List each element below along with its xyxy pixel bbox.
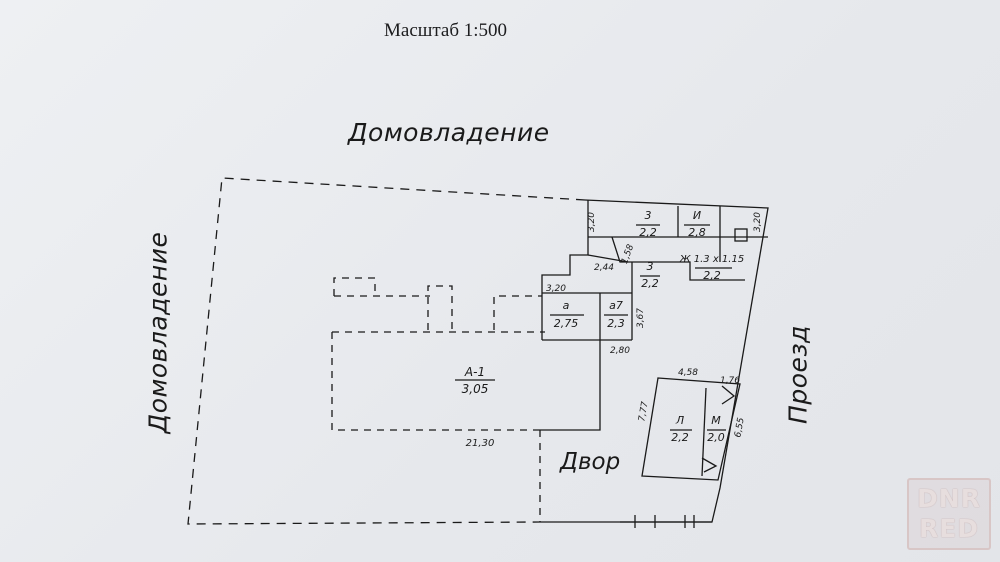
watermark-line-1: DNR — [917, 484, 981, 513]
dim-2-80: 2,80 — [610, 346, 630, 356]
room-i-height: 2,8 — [688, 226, 706, 239]
building-m-divider — [701, 387, 707, 477]
house-a1-outline — [331, 277, 545, 522]
room-m-name: М — [711, 414, 721, 427]
outbuilding-z-outline — [611, 236, 745, 281]
room-a1-name: А-1 — [464, 365, 485, 379]
extension-a-outline — [541, 200, 589, 340]
room-m-height: 2,0 — [707, 431, 725, 444]
scale-title: Масштаб 1:500 — [384, 20, 508, 41]
label-neighbor-top: Домовладение — [348, 118, 550, 147]
room-zh-name: Ж 1.3 x 1.15 — [679, 254, 744, 265]
room-a1-height: 3,05 — [462, 382, 489, 396]
building-l-outline — [641, 377, 741, 481]
dim-2-44: 2,44 — [594, 263, 614, 273]
building-m-mark-2 — [701, 457, 718, 473]
room-l-name: Л — [675, 414, 684, 427]
outbuilding-inner-wall — [587, 254, 629, 263]
label-yard: Двор — [560, 449, 621, 475]
watermark-logo: DNR RED — [907, 478, 991, 550]
dim-3-20-mid: 3,20 — [546, 284, 566, 294]
room-a7-height: 2,3 — [607, 317, 625, 330]
dim-21-30: 21,30 — [466, 438, 495, 449]
room-z-mid-name: 3 — [647, 260, 654, 273]
zh-well-square — [734, 228, 748, 242]
room-l-height: 2,2 — [671, 431, 689, 444]
room-i-name: И — [693, 209, 701, 222]
dim-3-67: 3,67 — [636, 308, 646, 328]
room-z-top-name: 3 — [645, 209, 652, 222]
dim-1-76: 1,76 — [720, 376, 740, 386]
dim-3-20-top: 3,20 — [587, 212, 597, 232]
room-a-name: а — [563, 299, 570, 312]
room-z-top-height: 2,2 — [639, 226, 657, 239]
dim-4-58: 4,58 — [678, 368, 698, 378]
room-a7-name: а7 — [609, 299, 623, 312]
dim-3-20-right: 3,20 — [753, 212, 763, 232]
building-m-mark — [721, 385, 736, 405]
dim-6-55: 6,55 — [733, 417, 746, 439]
boundary-driveway — [540, 199, 769, 523]
room-z-mid-height: 2,2 — [641, 277, 659, 290]
room-a-height: 2,75 — [554, 317, 579, 330]
watermark-line-2: RED — [918, 514, 980, 543]
house-wall-right — [540, 340, 601, 431]
plot-boundary — [187, 177, 586, 525]
room-zh-height: 2,2 — [703, 269, 721, 282]
dim-7-77: 7,77 — [637, 401, 650, 423]
